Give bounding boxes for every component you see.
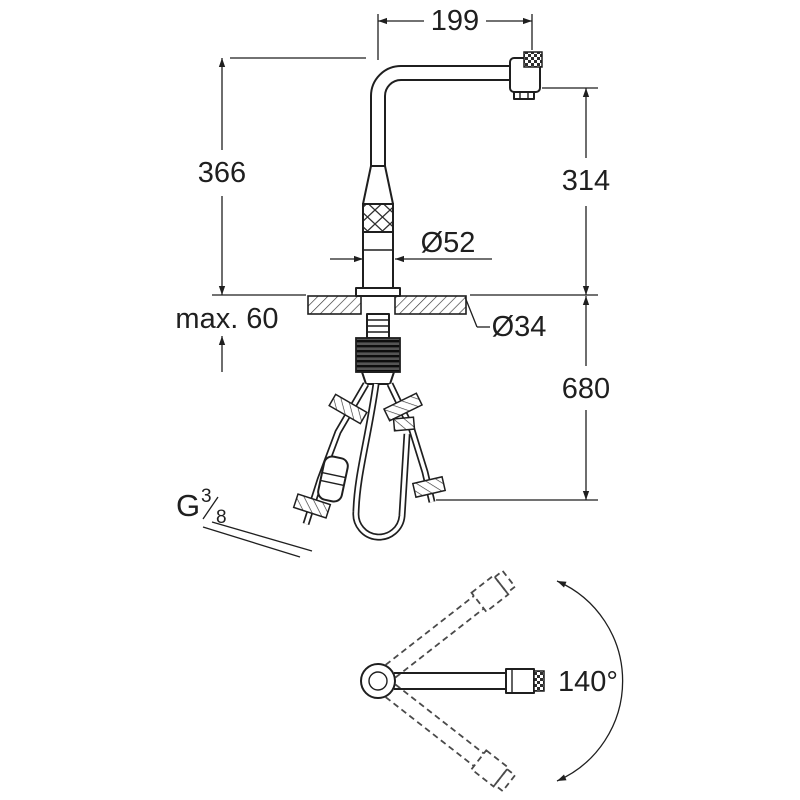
- spout-tube: [370, 65, 513, 169]
- fraction-slash: [202, 496, 219, 520]
- dim-body-diameter-label: Ø52: [421, 227, 476, 259]
- swivel-top-view: 140°: [360, 569, 624, 793]
- countertop-right-hatch: [394, 295, 467, 315]
- faucet-side-view: [355, 51, 543, 297]
- dim-hose-length-label: 680: [562, 373, 610, 405]
- under-counter-assembly: [292, 313, 447, 541]
- dim-total-height: 366: [198, 57, 366, 296]
- dim-spout-height-label: 314: [562, 165, 610, 197]
- dim-hole-diameter: Ø34: [464, 296, 547, 343]
- dim-spout-reach-label: 199: [431, 5, 479, 37]
- dim-body-diameter: Ø52: [330, 227, 492, 263]
- dim-hole-diameter-label: Ø34: [492, 311, 547, 343]
- control-button-top-view: [533, 670, 545, 692]
- neck-taper: [362, 165, 394, 205]
- dim-counter-thickness: max. 60: [175, 303, 279, 372]
- thread-prefix-label: G: [176, 488, 200, 523]
- pullout-spray-hose-core: [354, 383, 409, 539]
- dim-spout-height: 314: [470, 87, 610, 296]
- leader-line: [211, 521, 313, 552]
- swivel-angle-label: 140°: [558, 666, 618, 698]
- swivel-joint-band: [362, 203, 394, 233]
- pivot-base-circle: [360, 663, 396, 699]
- left-hose-coupling: [328, 393, 368, 425]
- body-pedestal: [362, 231, 394, 289]
- dim-total-height-label: 366: [198, 157, 246, 189]
- dim-hose-length: 680: [436, 296, 610, 501]
- swivel-position-upper: [385, 569, 517, 679]
- spout-head-top-view: [505, 668, 535, 694]
- countertop-left-hatch: [307, 295, 362, 315]
- swivel-position-lower: [385, 683, 517, 793]
- leader-line: [202, 526, 301, 558]
- control-button: [523, 51, 543, 68]
- dim-spout-reach: 199: [377, 5, 533, 60]
- countertop: [307, 295, 467, 315]
- left-hose-end-connector: [292, 493, 332, 519]
- right-hose-coupling: [382, 392, 424, 422]
- thread-denominator-label: 8: [216, 507, 227, 528]
- pivot-inner-circle: [368, 671, 388, 691]
- base-flange: [355, 287, 401, 297]
- right-hose-end-connector: [411, 475, 447, 499]
- hose-weight: [317, 455, 349, 503]
- nut-collar: [361, 371, 395, 385]
- dim-counter-thickness-label: max. 60: [175, 303, 278, 335]
- mounting-nut: [355, 337, 401, 373]
- thread-numerator-label: 3: [201, 486, 212, 507]
- thread-callout: G 3 8: [176, 486, 313, 558]
- spray-hose-connector: [392, 416, 416, 432]
- leader-line: [464, 296, 478, 328]
- swivel-angle-arc: [556, 580, 624, 782]
- aerator-outlet: [513, 91, 535, 100]
